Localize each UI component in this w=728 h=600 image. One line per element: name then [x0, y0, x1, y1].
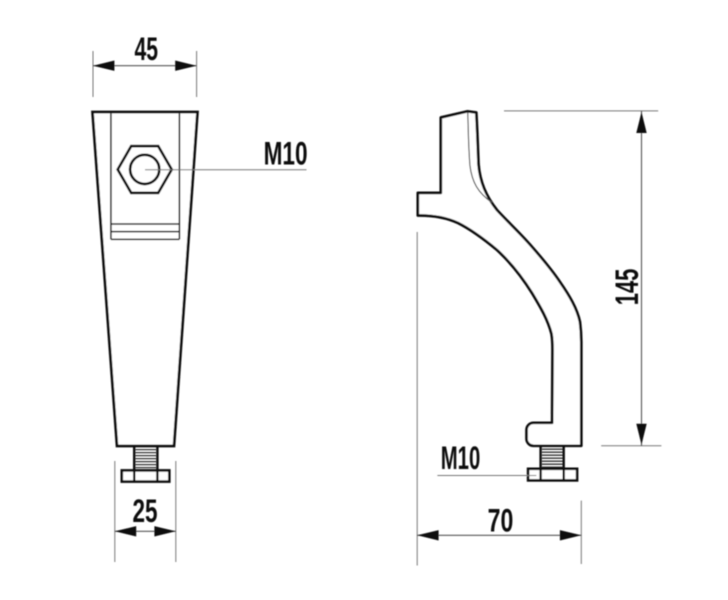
svg-text:M10: M10 [441, 440, 481, 476]
svg-text:70: 70 [488, 502, 514, 538]
svg-text:M10: M10 [264, 135, 308, 171]
svg-text:145: 145 [609, 269, 645, 306]
svg-text:45: 45 [134, 31, 158, 67]
svg-text:25: 25 [133, 493, 158, 529]
